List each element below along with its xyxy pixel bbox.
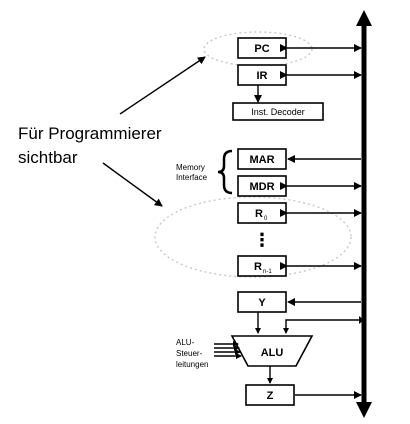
memory-interface-brace: [217, 149, 233, 195]
alu-control-lines: [214, 341, 242, 359]
pointer-arrow-bottom: [102, 162, 163, 207]
r0-label: R: [255, 208, 263, 220]
ir-register: IR: [237, 64, 287, 86]
bus-to-alu-input: [283, 319, 361, 334]
memory-interface-line-1: Memory: [176, 163, 205, 172]
alu-unit: ALU: [230, 335, 314, 367]
r0-subscript: 0: [264, 216, 268, 222]
z-label: Z: [267, 390, 274, 402]
r0-register: R 0: [237, 202, 287, 224]
bus-to-alu-arrowhead: [359, 316, 364, 324]
visible-registers-ellipse-bottom: [154, 196, 352, 278]
mar-register: MAR: [237, 148, 287, 170]
rn-1-register: R n-1: [237, 255, 287, 277]
caption-line-1: Für Programmierer: [18, 124, 162, 143]
alu-label: ALU: [261, 347, 284, 359]
alu-control-line-1: ALU-: [176, 338, 195, 347]
ir-label: IR: [257, 70, 268, 82]
system-bus: [356, 10, 372, 418]
pc-register: PC: [237, 37, 287, 59]
alu-control-line-2: Steuer-: [176, 349, 203, 358]
pc-label: PC: [254, 43, 269, 55]
caption-line-2: sichtbar: [18, 148, 78, 167]
z-register: Z: [245, 384, 295, 406]
pointer-arrow-top: [119, 56, 206, 115]
y-register: Y: [237, 291, 287, 313]
memory-interface-line-2: Interface: [176, 173, 208, 182]
register-ellipsis: ⋮: [253, 230, 271, 251]
rn-1-label: R: [254, 261, 262, 273]
decoder-label: Inst. Decoder: [251, 107, 305, 117]
alu-control-line-3: leitungen: [176, 360, 208, 369]
mdr-register: MDR: [237, 175, 287, 197]
rn-1-subscript: n-1: [263, 269, 272, 275]
mdr-label: MDR: [249, 181, 274, 193]
y-label: Y: [258, 297, 266, 309]
instruction-decoder: Inst. Decoder: [232, 102, 324, 121]
mar-label: MAR: [249, 154, 274, 166]
